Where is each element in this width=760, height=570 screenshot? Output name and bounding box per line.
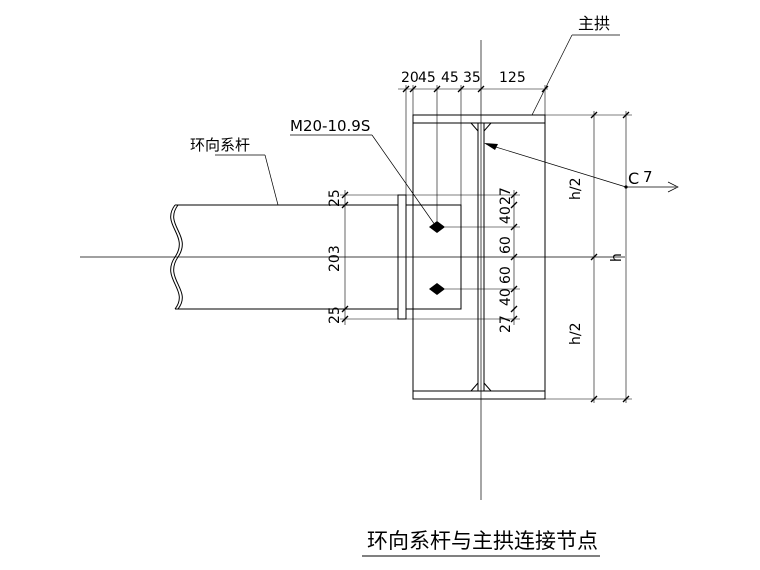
main-arch-section xyxy=(412,114,546,400)
top-dimension-chain xyxy=(398,85,549,221)
ring-tie-label: 环向系杆 xyxy=(190,136,250,154)
bolt-upper xyxy=(429,221,445,233)
section-mark-number: 7 xyxy=(643,168,653,186)
dim-hole-3: 60 xyxy=(498,236,514,254)
dim-left-1: 25 xyxy=(327,189,343,207)
dim-half-height-bottom: h/2 xyxy=(568,323,584,346)
hole-dimension-chain xyxy=(406,190,520,325)
main-arch-leader xyxy=(531,34,573,116)
dim-top-3: 45 xyxy=(441,70,459,86)
gusset-plate xyxy=(405,204,462,310)
dim-top-5: 125 xyxy=(499,70,526,86)
section-leader xyxy=(484,143,627,188)
dim-hole-4: 60 xyxy=(498,266,514,284)
left-dimension-chain xyxy=(340,190,398,325)
dim-top-1: 20 xyxy=(401,70,419,86)
section-mark xyxy=(624,181,679,193)
dim-hole-1: 27 xyxy=(498,187,514,205)
dim-hole-2: 40 xyxy=(498,206,514,224)
main-arch-label: 主拱 xyxy=(578,14,610,33)
dim-left-2: 203 xyxy=(327,245,343,272)
dim-hole-6: 27 xyxy=(498,315,514,333)
dim-top-4: 35 xyxy=(463,70,481,86)
dim-left-3: 25 xyxy=(327,306,343,324)
bolt-spec-label: M20-10.9S xyxy=(290,117,370,135)
bolt-lower xyxy=(429,283,445,295)
dim-top-2: 45 xyxy=(418,70,436,86)
height-dimension-chain xyxy=(545,111,632,403)
bolt-leader xyxy=(371,134,436,226)
ring-tie-leader xyxy=(264,154,279,206)
dim-hole-5: 40 xyxy=(498,288,514,306)
dim-full-height: h xyxy=(609,253,625,262)
drawing-title: 环向系杆与主拱连接节点 xyxy=(367,529,598,553)
dim-half-height-top: h/2 xyxy=(568,178,584,201)
section-mark-letter: C xyxy=(628,169,639,188)
